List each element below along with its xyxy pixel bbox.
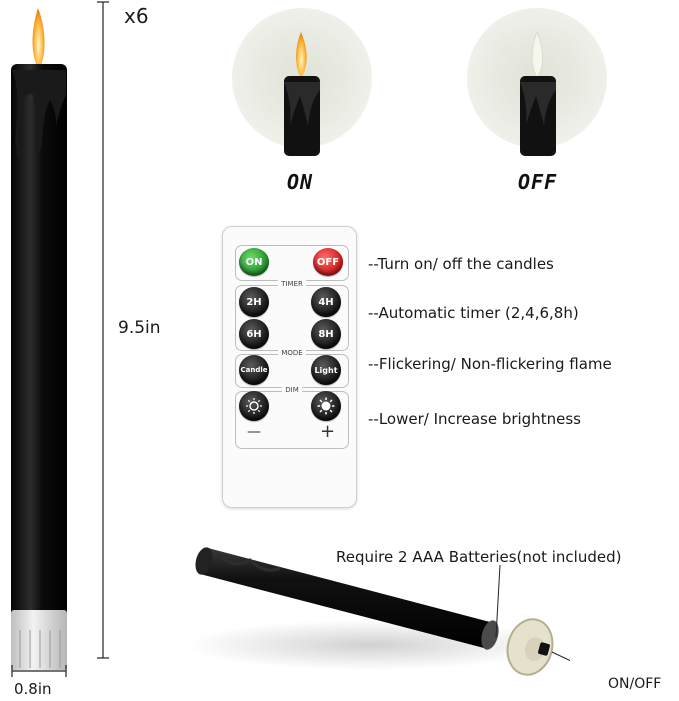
- timer-group-title: TIMER: [278, 280, 306, 288]
- timer-8h-button[interactable]: 8H: [311, 319, 341, 349]
- dim-plus-symbol: +: [320, 421, 336, 442]
- flame: [32, 8, 45, 70]
- dim-lower-button[interactable]: [239, 391, 269, 421]
- dim-minus-symbol: —: [247, 424, 261, 440]
- timer-2h-button[interactable]: 2H: [239, 287, 269, 317]
- desc-dim: --Lower/ Increase brightness: [368, 410, 581, 428]
- mode-light-button[interactable]: Light: [311, 355, 341, 385]
- mode-group-title: MODE: [278, 349, 306, 357]
- height-label: 9.5in: [118, 318, 161, 338]
- candle-on-image: [232, 8, 372, 156]
- brightness-low-icon: [246, 398, 262, 414]
- height-dimension-line: [97, 1, 109, 659]
- mode-candle-button[interactable]: Candle: [239, 355, 269, 385]
- desc-timer: --Automatic timer (2,4,6,8h): [368, 304, 579, 322]
- desc-mode: --Flickering/ Non-flickering flame: [368, 355, 612, 373]
- remote-off-button[interactable]: OFF: [313, 248, 343, 276]
- candle-off-image: [467, 8, 607, 156]
- timer-4h-button[interactable]: 4H: [311, 287, 341, 317]
- candle-lying-image: [190, 547, 570, 676]
- timer-6h-button[interactable]: 6H: [239, 319, 269, 349]
- candle-tall: [11, 8, 67, 670]
- battery-pointer-line: [495, 565, 501, 638]
- width-label: 0.8in: [14, 680, 52, 698]
- state-on-label: ON: [287, 170, 314, 194]
- dim-group-title: DIM: [282, 386, 302, 394]
- brightness-high-icon: [317, 397, 335, 415]
- switch-label: ON/OFF: [608, 676, 662, 692]
- dim-increase-button[interactable]: [311, 391, 341, 421]
- state-off-label: OFF: [518, 170, 558, 194]
- quantity-label: x6: [124, 4, 149, 28]
- width-dimension-line: [11, 665, 67, 677]
- dim-group: DIM: [235, 386, 349, 449]
- battery-note: Require 2 AAA Batteries(not included): [336, 548, 622, 566]
- remote-control: ON OFF TIMER 2H 4H 6H 8H MODE Candle Lig…: [222, 226, 357, 508]
- desc-power: --Turn on/ off the candles: [368, 255, 554, 273]
- remote-on-button[interactable]: ON: [239, 248, 269, 276]
